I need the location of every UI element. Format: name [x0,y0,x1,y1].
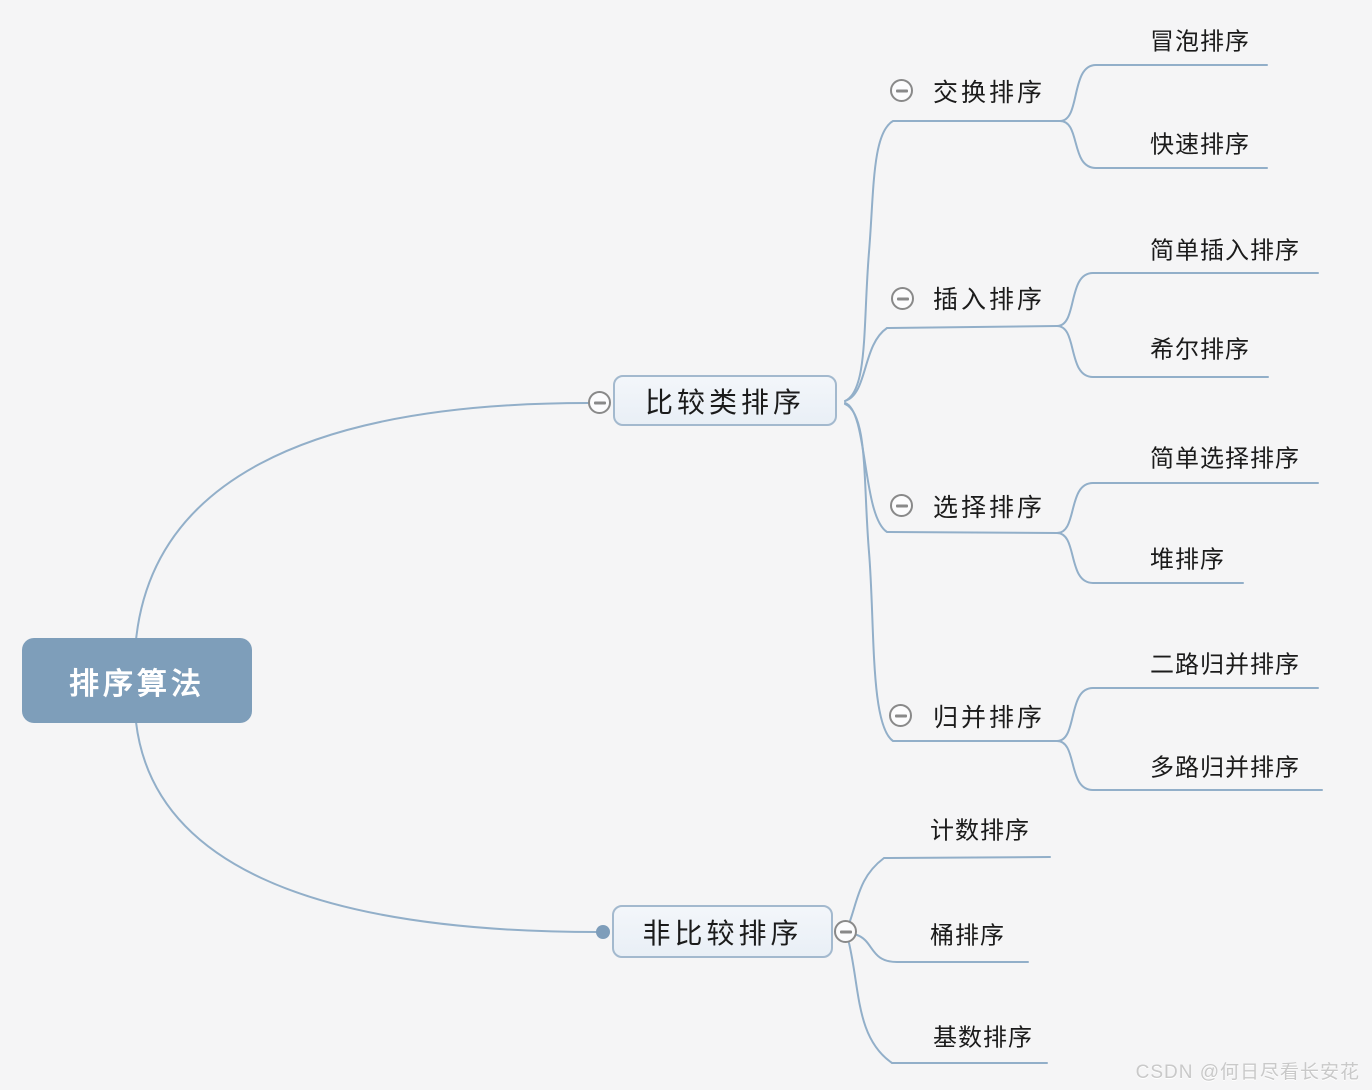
edge-noncmp-counting [849,856,1051,922]
node-insertion-sort[interactable]: 插入排序 [933,286,1046,314]
edge-exchange-quick [1059,120,1268,169]
node-simple-insertion-sort[interactable]: 简单插入排序 [1150,237,1300,265]
edge-comparison-insertion [844,325,1058,402]
node-multi-way-merge-sort[interactable]: 多路归并排序 [1150,754,1300,782]
edge-selection-heap [1056,532,1244,584]
watermark-text: CSDN @何日尽看长安花 [1135,1062,1360,1083]
edge-root-non-comparison [135,721,599,933]
edge-exchange-bubble [1059,64,1268,122]
edge-merge-two-way [1056,687,1319,742]
node-bucket-sort[interactable]: 桶排序 [930,922,1005,950]
node-two-way-merge-sort[interactable]: 二路归并排序 [1150,651,1300,679]
edge-insertion-shell [1056,325,1269,378]
node-simple-selection-sort[interactable]: 简单选择排序 [1150,445,1300,473]
collapse-icon-merge[interactable] [889,704,912,727]
node-comparison-sort[interactable]: 比较类排序 [613,375,837,426]
collapse-icon-comparison[interactable] [588,391,611,414]
branch-anchor-dot-icon [596,925,610,939]
collapse-icon-exchange[interactable] [890,79,913,102]
node-radix-sort[interactable]: 基数排序 [933,1024,1033,1052]
node-non-comparison-sort[interactable]: 非比较排序 [612,905,833,958]
minus-glyph [895,89,908,92]
node-exchange-sort[interactable]: 交换排序 [933,79,1046,107]
node-shell-sort[interactable]: 希尔排序 [1150,336,1250,364]
collapse-icon-non-comparison[interactable] [834,920,857,943]
edge-comparison-exchange [844,120,1061,402]
node-counting-sort[interactable]: 计数排序 [930,817,1030,845]
minus-glyph [895,504,908,507]
edge-merge-multi-way [1056,740,1323,791]
node-quick-sort[interactable]: 快速排序 [1150,131,1250,159]
minus-glyph [839,930,852,933]
minus-glyph [894,714,907,717]
minus-glyph [593,401,606,404]
edge-insertion-simple [1056,272,1319,327]
edge-comparison-merge [844,403,1058,742]
collapse-icon-selection[interactable] [890,494,913,517]
node-heap-sort[interactable]: 堆排序 [1150,546,1225,574]
minus-glyph [896,297,909,300]
node-bubble-sort[interactable]: 冒泡排序 [1150,28,1250,56]
edge-root-comparison [135,402,589,641]
edge-noncmp-bucket [856,934,1029,963]
collapse-icon-insertion[interactable] [891,287,914,310]
node-merge-sort[interactable]: 归并排序 [933,704,1046,732]
node-selection-sort[interactable]: 选择排序 [933,494,1046,522]
edge-noncmp-radix [848,942,1048,1064]
edge-selection-simple [1056,482,1319,534]
node-sorting-algorithms[interactable]: 排序算法 [22,638,252,723]
